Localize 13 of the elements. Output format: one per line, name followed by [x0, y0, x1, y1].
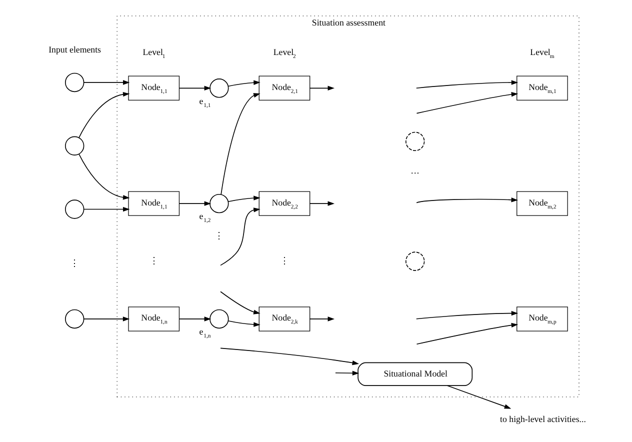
node-label: e$_{1,1}$ — [198, 96, 210, 109]
label: Level$_{1}$ — [142, 47, 165, 60]
label: Level$_{2}$ — [272, 47, 296, 60]
node-label: e$_{1,2}$ — [198, 211, 210, 224]
label: ⋮ — [148, 256, 158, 266]
label: ⋮ — [214, 230, 224, 240]
label: ⋮ — [70, 258, 79, 268]
label: ⋮ — [280, 256, 289, 266]
label: Input elements — [48, 44, 101, 54]
label: ··· — [410, 168, 420, 178]
node-label: e$_{1,n}$ — [198, 326, 210, 340]
node-text: to high-level activities... — [500, 414, 586, 424]
label: Level$_{m}$ — [530, 47, 554, 60]
